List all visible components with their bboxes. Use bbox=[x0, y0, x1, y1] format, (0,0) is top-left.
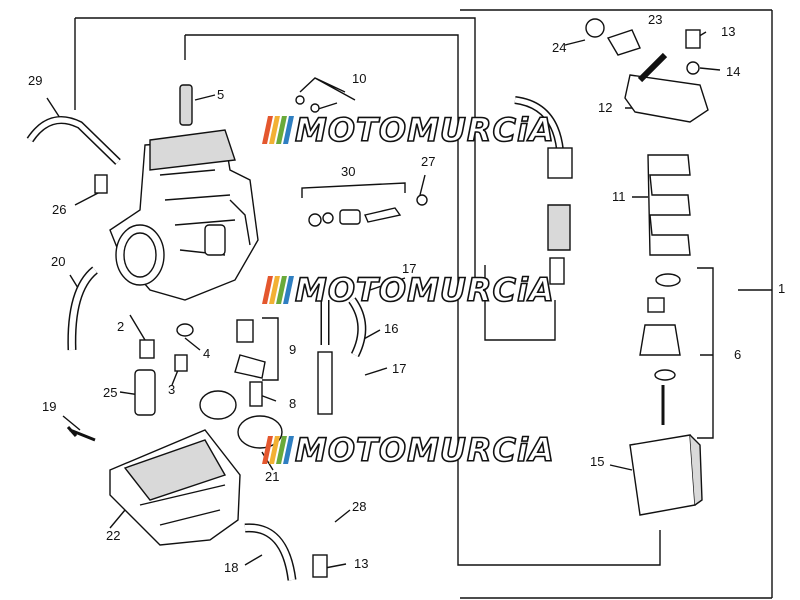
callout-17-top: 17 bbox=[402, 261, 417, 276]
assembly-bracket bbox=[460, 9, 773, 599]
watermark-text: MOTOMURCiA bbox=[294, 430, 555, 470]
callout-16: 16 bbox=[384, 321, 399, 336]
callout-19: 19 bbox=[42, 399, 57, 414]
watermark-stripes-icon bbox=[262, 116, 294, 144]
connector-line-needle bbox=[484, 265, 556, 341]
callout-22: 22 bbox=[106, 528, 121, 543]
callout-24: 24 bbox=[552, 40, 567, 55]
callout-21: 21 bbox=[265, 469, 280, 484]
bracket-10 bbox=[299, 77, 356, 101]
callout-29: 29 bbox=[28, 73, 43, 88]
callout-11: 11 bbox=[612, 189, 626, 204]
watermark-text: MOTOMURCiA bbox=[294, 270, 555, 310]
callout-18: 18 bbox=[224, 560, 239, 575]
carburetor-body bbox=[109, 129, 259, 301]
callout-14: 14 bbox=[726, 64, 741, 79]
part-15-throttle-valve bbox=[629, 434, 696, 516]
watermark-stripes-icon bbox=[262, 276, 294, 304]
callout-13-top: 13 bbox=[721, 24, 736, 39]
watermark-text: MOTOMURCiA bbox=[294, 110, 555, 150]
float-bowl bbox=[109, 429, 241, 546]
callout-4: 4 bbox=[203, 346, 211, 361]
callout-17-bottom: 17 bbox=[392, 361, 407, 376]
watermark-logo-bottom: MOTOMURCiA bbox=[262, 430, 555, 470]
callout-1: 1 bbox=[778, 281, 786, 296]
callout-23: 23 bbox=[648, 12, 663, 27]
callout-8: 8 bbox=[289, 396, 297, 411]
callout-20: 20 bbox=[51, 254, 66, 269]
callout-9: 9 bbox=[289, 342, 297, 357]
part-11-spring bbox=[647, 154, 691, 256]
callout-3: 3 bbox=[168, 382, 176, 397]
callout-26: 26 bbox=[52, 202, 67, 217]
callout-28: 28 bbox=[352, 499, 367, 514]
part-30-pilot-screw bbox=[308, 194, 428, 227]
connector-line-inner bbox=[184, 34, 661, 566]
callout-6: 6 bbox=[734, 347, 742, 362]
callout-5: 5 bbox=[217, 87, 225, 102]
bracket-6 bbox=[697, 267, 714, 439]
part-12-cap bbox=[624, 74, 709, 123]
callout-12: 12 bbox=[598, 100, 613, 115]
bracket-30 bbox=[301, 182, 406, 198]
part-5-jet bbox=[179, 84, 193, 126]
callout-15: 15 bbox=[590, 454, 605, 469]
callout-2: 2 bbox=[117, 319, 125, 334]
callout-10: 10 bbox=[352, 71, 367, 86]
callout-27: 27 bbox=[421, 154, 436, 169]
callout-30: 30 bbox=[341, 164, 356, 179]
watermark-logo-middle: MOTOMURCiA bbox=[262, 270, 555, 310]
watermark-logo-top: MOTOMURCiA bbox=[262, 110, 555, 150]
watermark-stripes-icon bbox=[262, 436, 294, 464]
connector-line-outer bbox=[74, 17, 476, 290]
callout-13-bottom: 13 bbox=[354, 556, 369, 571]
callout-25: 25 bbox=[103, 385, 118, 400]
bracket-9 bbox=[262, 317, 279, 381]
